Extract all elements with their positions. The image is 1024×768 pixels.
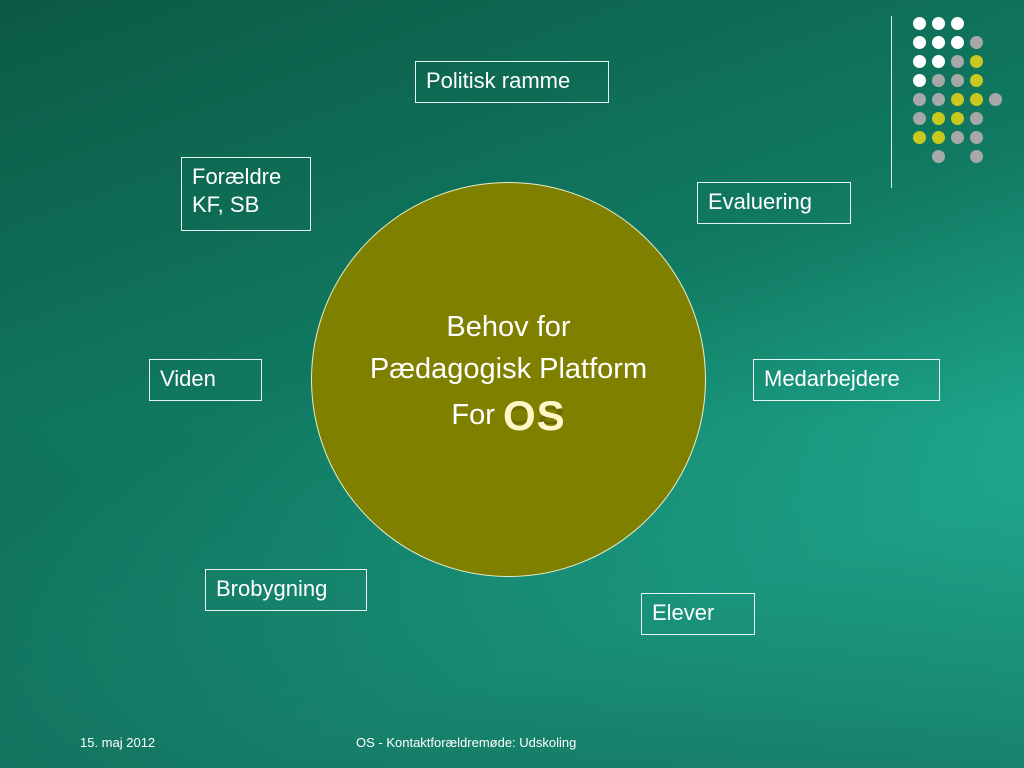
decorative-dot — [932, 131, 945, 144]
decorative-dot — [970, 150, 983, 163]
decorative-dot — [970, 93, 983, 106]
decorative-dot — [913, 17, 926, 30]
os-logo-text: OS — [502, 392, 566, 439]
decorative-dot — [913, 74, 926, 87]
label-brobygning: Brobygning — [205, 569, 367, 611]
decorative-dot — [932, 55, 945, 68]
decorative-dot — [951, 112, 964, 125]
decorative-dot — [970, 55, 983, 68]
footer-date: 15. maj 2012 — [80, 735, 156, 750]
decorative-dot — [932, 36, 945, 49]
decorative-dot — [932, 17, 945, 30]
label-medarbejdere: Medarbejdere — [753, 359, 940, 401]
decorative-dot — [970, 36, 983, 49]
decorative-dot — [989, 93, 1002, 106]
decorative-dot — [970, 74, 983, 87]
decorative-dot — [951, 36, 964, 49]
decorative-dot — [932, 150, 945, 163]
decorative-dot — [913, 131, 926, 144]
decorative-dot — [913, 112, 926, 125]
decorative-dot — [913, 55, 926, 68]
center-line-1: Behov for — [446, 311, 571, 343]
center-line-2: Pædagogisk Platform — [369, 353, 648, 385]
decorative-dot — [970, 112, 983, 125]
decorative-dot — [951, 93, 964, 106]
decorative-dot — [970, 131, 983, 144]
decorative-dot — [951, 74, 964, 87]
decorative-dot — [951, 17, 964, 30]
decorative-dot — [913, 93, 926, 106]
label-foraeldre: Forældre KF, SB — [181, 157, 311, 231]
center-for-word: For — [451, 399, 495, 431]
decorative-divider — [891, 16, 892, 188]
label-politisk-ramme: Politisk ramme — [415, 61, 609, 103]
center-text: Behov for Pædagogisk Platform For OS OS — [311, 306, 706, 458]
decorative-dot — [932, 74, 945, 87]
decorative-dot — [932, 93, 945, 106]
decorative-dot — [932, 112, 945, 125]
os-logo: OS OS — [503, 394, 566, 438]
center-for-line: For OS OS — [311, 394, 706, 458]
decorative-dot — [951, 55, 964, 68]
center-circle — [311, 182, 706, 577]
footer-title: OS - Kontaktforældremøde: Udskoling — [356, 735, 577, 750]
decorative-dot — [913, 36, 926, 49]
label-viden: Viden — [149, 359, 262, 401]
label-evaluering: Evaluering — [697, 182, 851, 224]
label-elever: Elever — [641, 593, 755, 635]
decorative-dot — [951, 131, 964, 144]
